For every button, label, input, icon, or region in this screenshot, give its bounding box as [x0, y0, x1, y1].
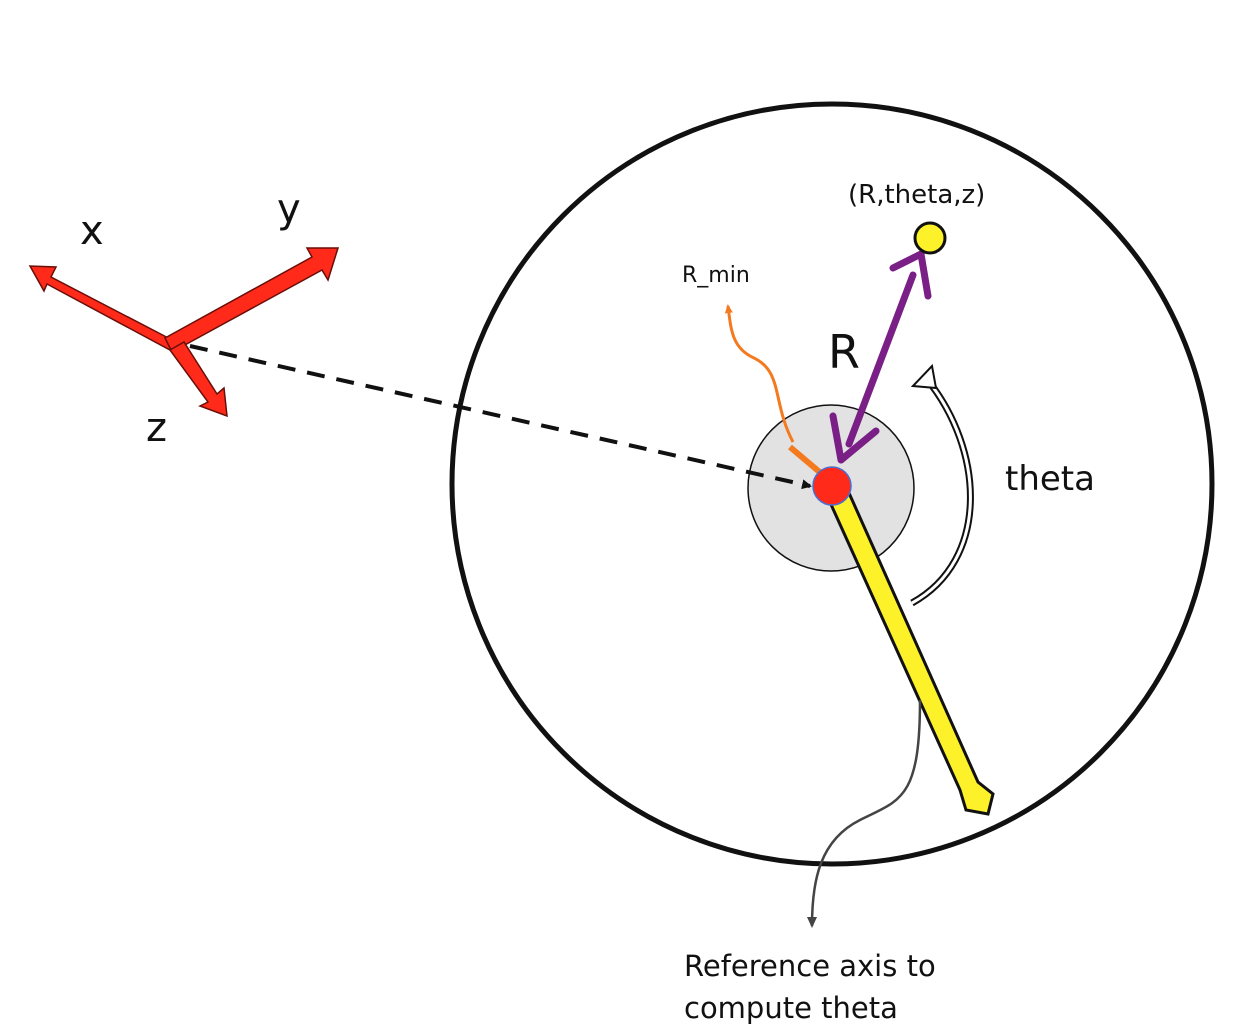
y-axis-arrow — [164, 247, 340, 354]
y-axis-label: y — [277, 186, 301, 232]
coordinate-frame — [28, 247, 340, 418]
z-axis-label: z — [146, 405, 167, 451]
r-min-pointer-curve — [724, 304, 795, 443]
center-point — [812, 466, 852, 506]
target-point — [913, 221, 947, 255]
r-label: R — [828, 325, 860, 379]
r-radius-arrow — [829, 250, 932, 464]
theta-label: theta — [1005, 459, 1095, 499]
reference-caption-line1: Reference axis to — [684, 949, 936, 983]
point-coordinates-label: (R,theta,z) — [848, 180, 985, 210]
reference-caption-pointer — [807, 699, 922, 928]
reference-axis-arrow — [826, 481, 995, 816]
x-axis-arrow — [28, 265, 178, 351]
z-axis-arrow — [168, 340, 228, 418]
x-axis-label: x — [80, 208, 104, 254]
outer-cylinder-circle — [449, 101, 1215, 867]
reference-caption-line2: compute theta — [684, 991, 898, 1025]
frame-origin-dashed-line — [189, 344, 812, 490]
r-min-label: R_min — [682, 263, 750, 288]
theta-rotation-arrow — [910, 363, 974, 607]
